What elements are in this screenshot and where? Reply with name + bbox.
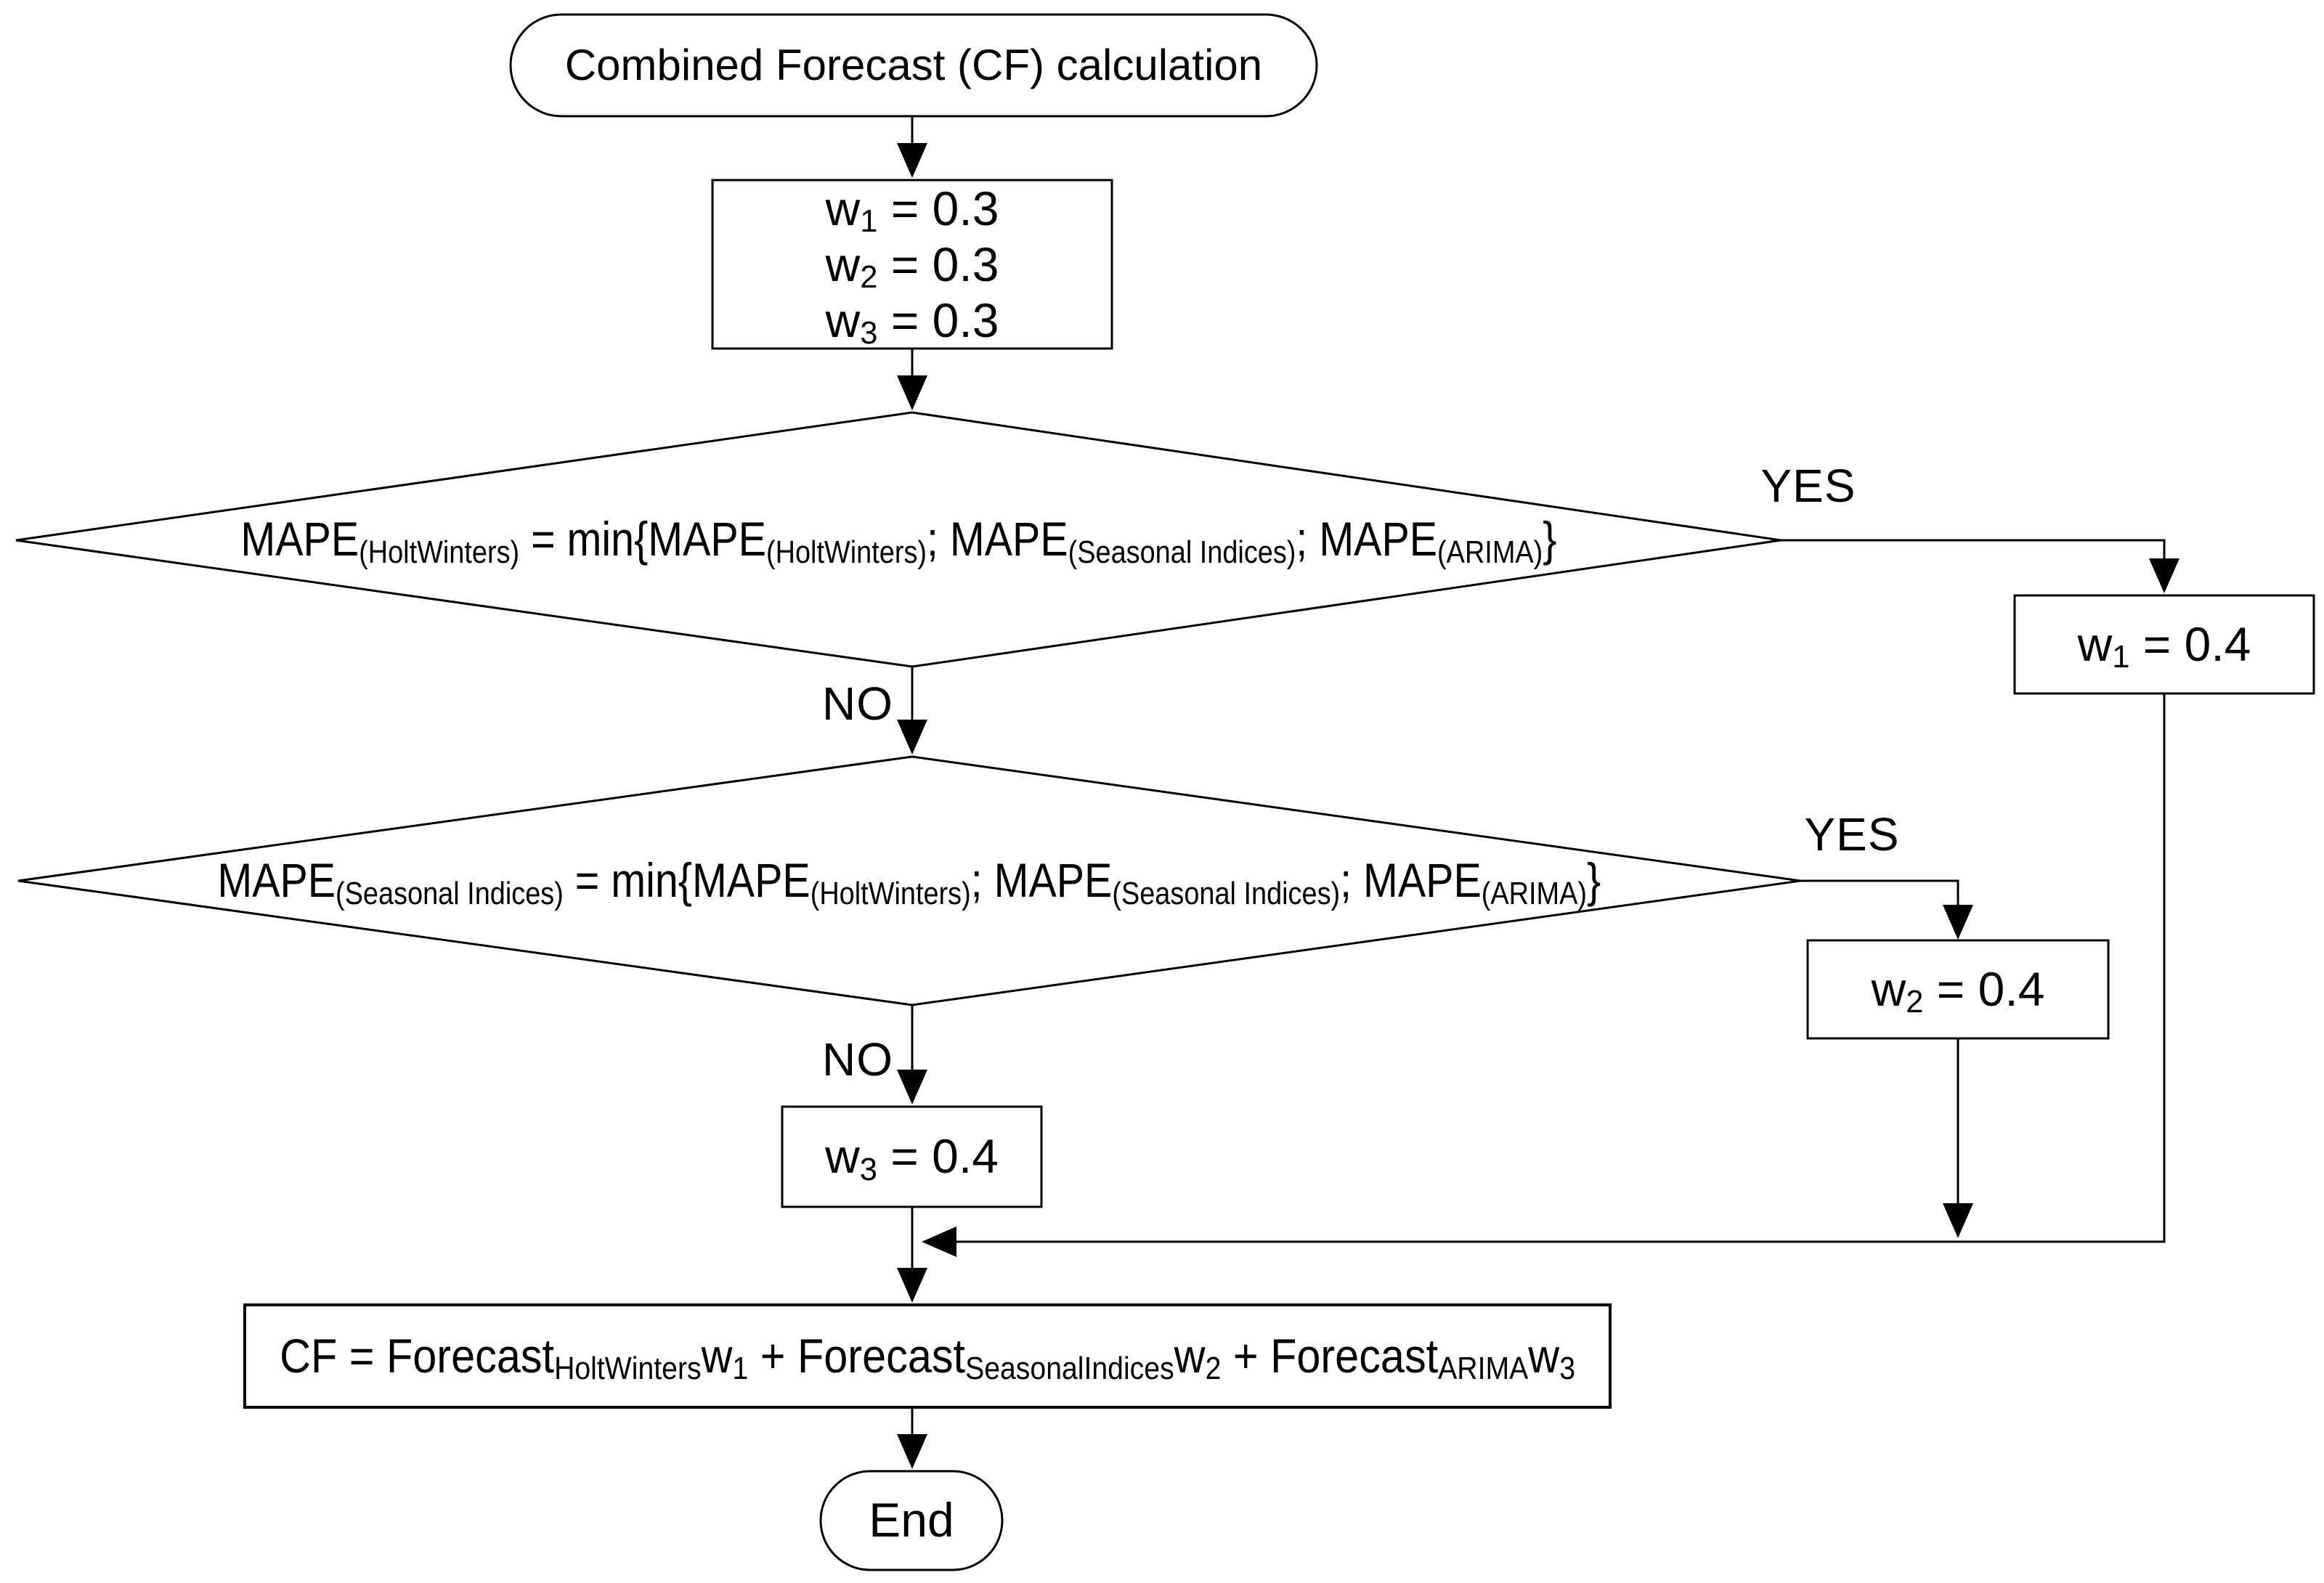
init-weight-line-2: w2 = 0.3 xyxy=(825,237,999,296)
init-weights-node-label: w1 = 0.3 w2 = 0.3 w3 = 0.3 xyxy=(712,180,1112,349)
set-w1-node-shape xyxy=(2013,594,2315,695)
decision2-yes-label: YES xyxy=(1804,808,1900,861)
set-w3-node-shape xyxy=(781,1105,1043,1208)
combine-node-shape xyxy=(243,1303,1612,1409)
start-node-shape xyxy=(509,13,1318,118)
init-weight-line-1: w1 = 0.3 xyxy=(825,181,999,240)
combine-node-label: CF = ForecastHoltWintersw1 + ForecastSea… xyxy=(245,1305,1610,1407)
init-weights-node-shape xyxy=(711,179,1113,350)
decision2-formula: MAPE(Seasonal Indices) = min{MAPE(HoltWi… xyxy=(217,853,1601,911)
arrow-decision2-yes-to-w2 xyxy=(1800,879,1973,940)
decision1-node-label: MAPE(HoltWinters) = min{MAPE(HoltWinters… xyxy=(16,412,1781,667)
end-node-text: End xyxy=(869,1493,954,1547)
set-w2-node-shape xyxy=(1806,939,2110,1040)
decision1-yes-label: YES xyxy=(1760,460,1856,513)
init-weight-line-3: w3 = 0.3 xyxy=(825,293,999,351)
set-w2-node-label: w2 = 0.4 xyxy=(1808,940,2108,1038)
set-w2-text: w2 = 0.4 xyxy=(1871,961,2045,1020)
decision2-no-label: NO xyxy=(822,1033,893,1086)
start-node-label: Combined Forecast (CF) calculation xyxy=(511,15,1317,116)
set-w3-node-label: w3 = 0.4 xyxy=(782,1107,1041,1207)
set-w3-text: w3 = 0.4 xyxy=(825,1129,999,1187)
end-node-label: End xyxy=(821,1471,1002,1570)
arrow-w1-to-merge xyxy=(922,693,2166,1257)
start-node-text: Combined Forecast (CF) calculation xyxy=(564,41,1263,90)
set-w1-node-label: w1 = 0.4 xyxy=(2015,595,2314,693)
set-w1-text: w1 = 0.4 xyxy=(2077,616,2251,675)
decision1-no-label: NO xyxy=(822,677,893,731)
decision2-node-label: MAPE(Seasonal Indices) = min{MAPE(HoltWi… xyxy=(18,757,1800,1005)
combine-formula: CF = ForecastHoltWintersw1 + ForecastSea… xyxy=(280,1328,1575,1387)
end-node-shape xyxy=(819,1470,1004,1571)
arrow-decision1-yes-to-w1 xyxy=(1781,539,2179,593)
decision1-formula: MAPE(HoltWinters) = min{MAPE(HoltWinters… xyxy=(240,512,1557,570)
decision1-node-shape xyxy=(15,411,1781,668)
decision2-node-shape xyxy=(17,755,1801,1006)
